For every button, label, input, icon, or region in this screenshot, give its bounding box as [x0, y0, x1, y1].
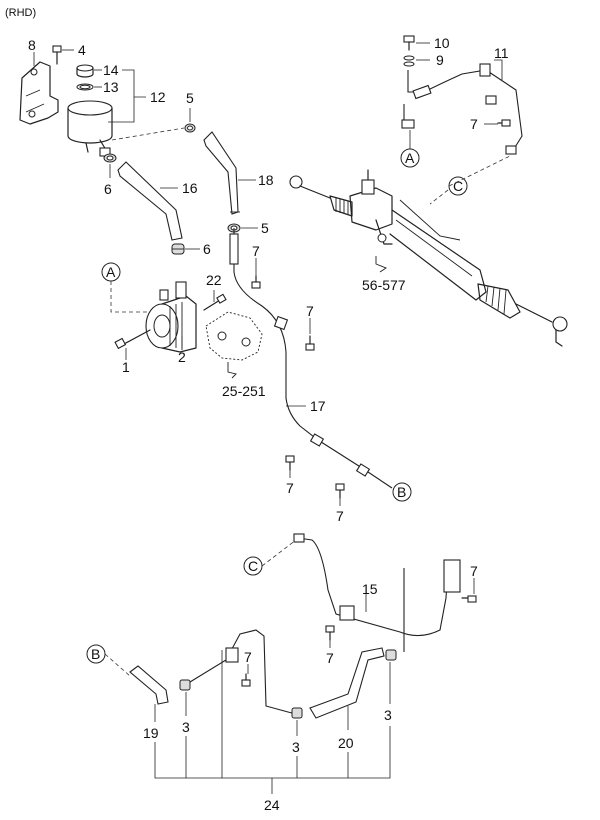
connector-b-right-label: B [397, 484, 406, 500]
hose-clamp-3c [385, 649, 397, 661]
bolt-7b [305, 335, 315, 351]
return-tube-11 [401, 63, 523, 155]
return-hose-18 [203, 131, 240, 215]
connector-a-top-label: A [405, 150, 415, 166]
callout-8: 8 [28, 37, 36, 53]
ref-pointer-engine [227, 362, 237, 379]
connector-a-top [400, 148, 420, 168]
callout-7h: 7 [244, 649, 252, 665]
reservoir-bracket [19, 61, 59, 125]
callout-13: 13 [103, 79, 119, 95]
callout-14: 14 [103, 62, 119, 78]
ref-pointer-gear [375, 256, 387, 273]
bolt-7c [285, 455, 295, 471]
bolt-7f [461, 595, 477, 603]
leader-11 [494, 59, 503, 80]
hose-19 [129, 665, 169, 705]
callout-7e: 7 [470, 116, 478, 132]
callout-11: 11 [494, 45, 509, 61]
callout-7d: 7 [336, 508, 344, 524]
bolt-7g [325, 625, 335, 641]
cooler-tube [189, 629, 297, 715]
reservoir [67, 100, 113, 157]
callout-9: 9 [436, 52, 444, 68]
callout-18: 18 [258, 172, 274, 188]
ref-engine: 25-251 [222, 383, 266, 399]
callout-3c: 3 [384, 707, 392, 723]
callout-6b: 6 [203, 241, 211, 257]
dashed-link-c-gear [429, 189, 449, 205]
callout-7b: 7 [306, 303, 314, 319]
callout-5b: 5 [261, 220, 269, 236]
callout-3a: 3 [182, 719, 190, 735]
connector-c-top-label: C [453, 178, 463, 194]
dashed-link-a-left [110, 281, 158, 313]
bolt-7a [251, 275, 261, 289]
pump-bolt-1 [114, 329, 151, 350]
dashed-link-c-bottom [261, 539, 297, 567]
dashed-link-b-bottom [104, 653, 131, 677]
callout-10: 10 [434, 35, 450, 51]
banjo-bolt-10 [403, 35, 415, 51]
bolt-7h [241, 673, 251, 687]
callout-15: 15 [362, 581, 378, 597]
dashed-link-reservoir [111, 127, 185, 141]
hose-clamp-6-upper [103, 153, 117, 163]
hose-clamp-3a [179, 679, 191, 691]
hose-clamp-6-lower [171, 243, 185, 255]
steering-gear [289, 169, 568, 347]
leader-24 [154, 650, 391, 794]
bolt-7e [497, 119, 511, 127]
callout-7c: 7 [286, 480, 294, 496]
callout-1: 1 [122, 359, 130, 375]
callout-16: 16 [182, 180, 198, 196]
callout-20: 20 [338, 735, 354, 751]
suction-hose-16 [117, 161, 183, 241]
connector-a-left-label: A [106, 264, 116, 280]
callout-7a: 7 [252, 243, 260, 259]
pump-bolt-22 [203, 293, 227, 311]
callout-7f: 7 [470, 563, 478, 579]
connector-c-bottom-label: C [248, 558, 258, 574]
bolt-4 [52, 45, 62, 65]
power-steering-pump [145, 281, 197, 353]
hose-20 [309, 647, 385, 719]
callout-2: 2 [178, 349, 186, 365]
callout-17: 17 [310, 398, 326, 414]
callout-4: 4 [78, 42, 86, 58]
callout-3b: 3 [292, 739, 300, 755]
dashed-link-c-top [448, 155, 511, 187]
washer-9 [403, 55, 415, 67]
ref-steering-gear: 56-577 [362, 277, 406, 293]
return-tube-15 [293, 533, 461, 652]
engine-bracket [205, 311, 263, 361]
bolt-7d [335, 483, 345, 499]
hose-clamp-5-upper [184, 123, 196, 133]
leader-12 [108, 69, 146, 123]
callout-7g: 7 [326, 650, 334, 666]
callout-19: 19 [143, 725, 159, 741]
callout-12: 12 [150, 89, 166, 105]
reservoir-cap [76, 64, 94, 78]
connector-b-bottom-label: B [91, 646, 100, 662]
callout-22: 22 [206, 272, 222, 288]
cap-seal-ring [76, 83, 94, 91]
callout-5a: 5 [186, 90, 194, 106]
hose-clamp-3b [291, 707, 303, 719]
callout-24: 24 [264, 797, 280, 813]
connector-b-right [392, 482, 412, 502]
callout-6a: 6 [104, 181, 112, 197]
pressure-tube-17 [229, 228, 393, 489]
variant-label: (RHD) [5, 7, 36, 19]
